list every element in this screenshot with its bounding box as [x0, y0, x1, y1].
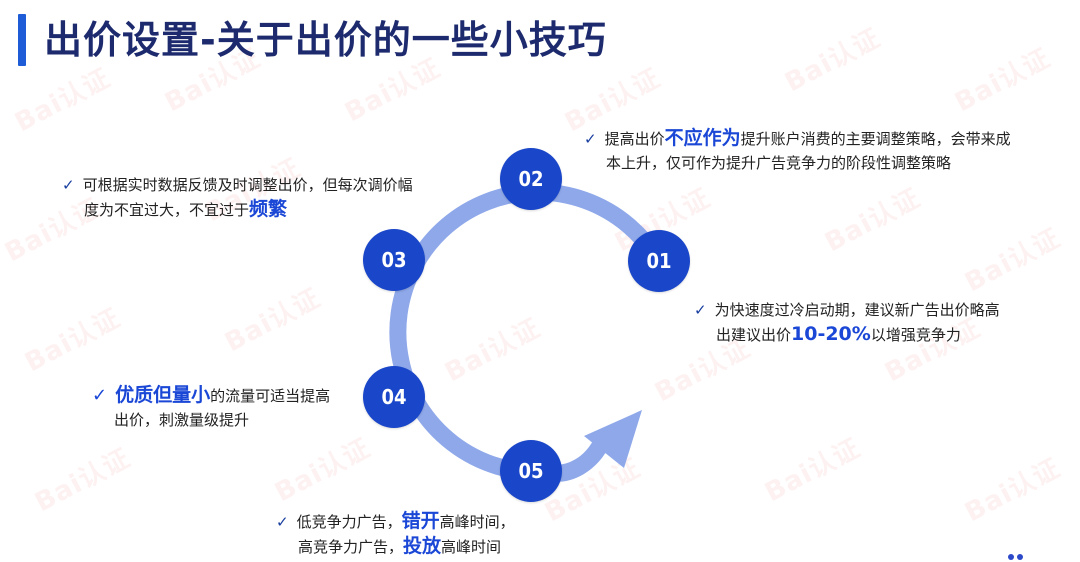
- tip-03-text: 度为不宜过大，不宜过于: [84, 201, 250, 219]
- tip-04: ✓ 优质但量小的流量可适当提高 出价，刺激量级提升: [92, 383, 330, 432]
- step-node-04: 04: [363, 366, 425, 428]
- step-node-02: 02: [500, 148, 562, 210]
- ring-arrowhead: [584, 410, 642, 468]
- check-icon: ✓: [584, 130, 597, 148]
- tip-02: ✓ 提高出价不应作为提升账户消费的主要调整策略，会带来成 本上升，仅可作为提升广告…: [584, 126, 1011, 175]
- tip-05: ✓ 低竞争力广告，错开高峰时间， 高竞争力广告，投放高峰时间: [276, 509, 515, 559]
- tip-03: ✓ 可根据实时数据反馈及时调整出价，但每次调价幅 度为不宜过大，不宜过于频繁: [62, 173, 413, 222]
- tip-01-text: 为快速度过冷启动期，建议新广告出价略高: [714, 301, 1000, 319]
- check-icon: ✓: [276, 513, 289, 531]
- tip-01-text: 出建议出价: [716, 326, 792, 344]
- tip-04-text: 的流量可适当提高: [210, 387, 331, 405]
- tip-03-highlight: 频繁: [249, 198, 288, 220]
- tip-05-text: 高峰时间，: [439, 513, 515, 531]
- tip-03-text: 可根据实时数据反馈及时调整出价，但每次调价幅: [82, 176, 413, 194]
- step-node-05: 05: [500, 440, 562, 502]
- tip-01-highlight: 10-20%: [791, 323, 871, 345]
- tip-01: ✓ 为快速度过冷启动期，建议新广告出价略高 出建议出价10-20%以增强竞争力: [694, 298, 1000, 347]
- title-accent-bar: [18, 14, 26, 66]
- tip-05-text: 高峰时间: [441, 538, 502, 556]
- tip-05-text: 高竞争力广告，: [298, 538, 404, 556]
- tip-02-text: 提高出价: [604, 130, 665, 148]
- decorative-dots: [1008, 554, 1024, 562]
- step-node-01: 01: [628, 230, 690, 292]
- tip-05-highlight: 投放: [403, 535, 442, 557]
- tip-01-text: 以增强竞争力: [870, 326, 961, 344]
- check-icon: ✓: [62, 176, 75, 194]
- step-node-03: 03: [363, 229, 425, 291]
- tip-04-text: 出价，刺激量级提升: [114, 411, 250, 429]
- check-icon: ✓: [92, 385, 108, 406]
- tip-05-highlight: 错开: [401, 510, 440, 532]
- tip-04-highlight: 优质但量小: [115, 384, 211, 406]
- tip-02-text: 本上升，仅可作为提升广告竞争力的阶段性调整策略: [606, 154, 952, 172]
- page-title: 出价设置-关于出价的一些小技巧: [44, 18, 607, 62]
- check-icon: ✓: [694, 301, 707, 319]
- tip-05-text: 低竞争力广告，: [296, 513, 402, 531]
- tip-02-highlight: 不应作为: [664, 127, 741, 149]
- tip-02-text: 提升账户消费的主要调整策略，会带来成: [740, 130, 1011, 148]
